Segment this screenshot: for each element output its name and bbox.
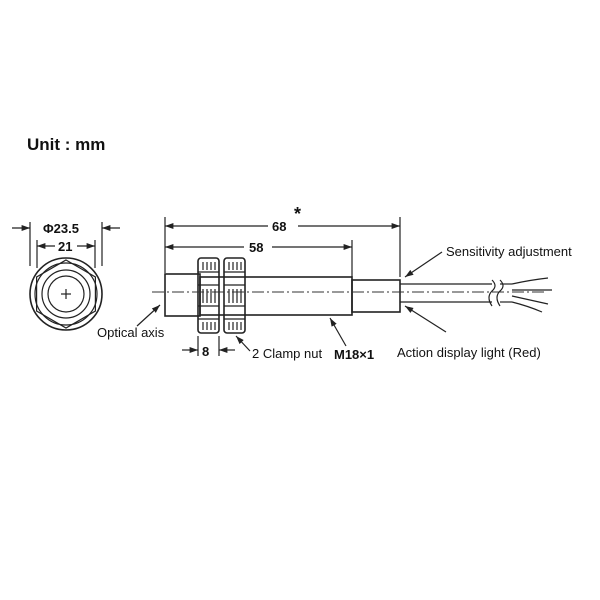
optical-axis-label: Optical axis	[97, 325, 165, 340]
cable	[400, 277, 552, 313]
thread-length-label: 58	[249, 240, 263, 255]
thread-spec-label: M18×1	[334, 347, 374, 362]
unit-title: Unit : mm	[27, 135, 105, 154]
indicator-leader	[404, 305, 447, 333]
clamp-nut-label: 2 Clamp nut	[252, 346, 322, 361]
outer-diameter-label: Φ23.5	[43, 221, 79, 236]
end-view: Φ23.5 21	[12, 221, 120, 331]
clamp-nuts	[197, 257, 246, 334]
indicator-label: Action display light (Red)	[397, 345, 541, 360]
sensitivity-leader	[404, 251, 443, 278]
optical-axis-leader	[136, 304, 161, 327]
sensitivity-label: Sensitivity adjustment	[446, 244, 572, 259]
nut-hexagon	[35, 259, 97, 329]
clamp-nut-leader	[235, 335, 251, 352]
side-view: 68 * 58	[97, 204, 572, 362]
nut-width-label: 8	[202, 344, 209, 359]
rear-housing	[351, 279, 401, 313]
overall-length-mark: *	[294, 204, 301, 224]
sensor-front	[164, 273, 201, 317]
across-flats-label: 21	[58, 239, 72, 254]
outer-circle	[29, 257, 103, 331]
threaded-body	[199, 276, 353, 316]
overall-length-label: 68	[272, 219, 286, 234]
thread-leader	[329, 317, 347, 347]
